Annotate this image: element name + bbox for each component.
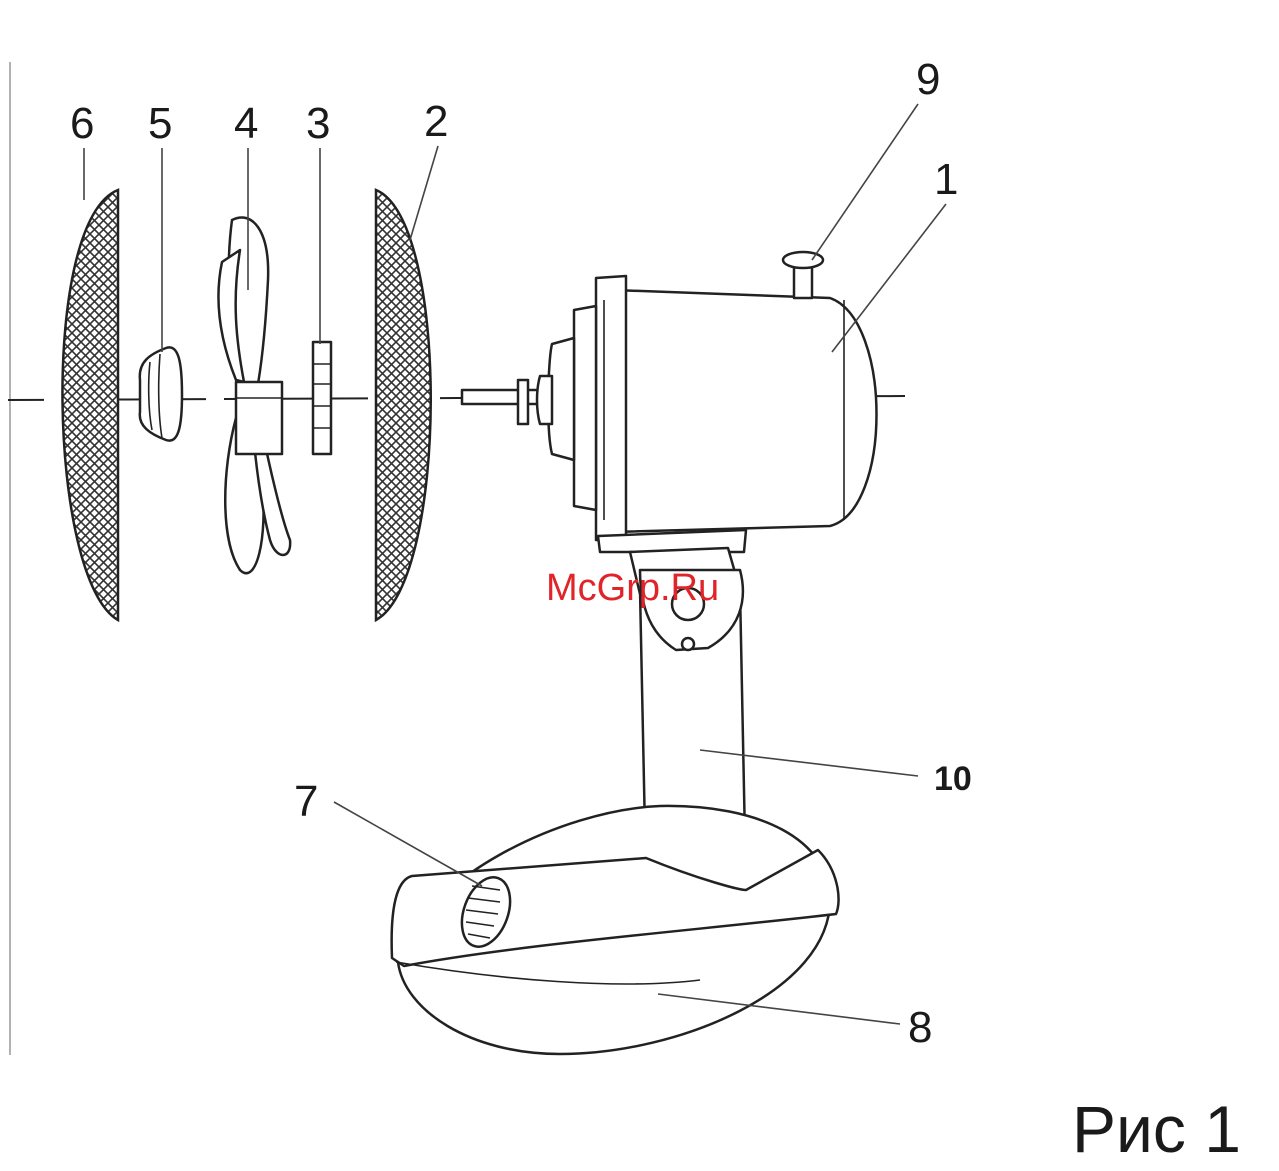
label-7: 7 [294, 777, 318, 826]
label-4: 4 [234, 99, 258, 148]
label-1: 1 [934, 155, 958, 204]
label-2: 2 [424, 97, 448, 146]
front-grille [62, 190, 118, 620]
label-3: 3 [306, 99, 330, 148]
label-6: 6 [70, 99, 94, 148]
label-8: 8 [908, 1003, 932, 1052]
fan-blade [218, 218, 290, 574]
figure-caption: Рис 1 [1072, 1092, 1241, 1166]
label-9: 9 [916, 55, 940, 104]
label-10: 10 [934, 760, 972, 798]
watermark: McGrp.Ru [546, 567, 719, 609]
base [392, 806, 839, 1054]
label-5: 5 [148, 99, 172, 148]
rear-grille [376, 190, 431, 620]
spinner-cap [140, 347, 182, 440]
oscillation-knob [783, 252, 823, 298]
nut [313, 342, 331, 454]
motor-shaft [462, 380, 538, 424]
motor-housing [537, 276, 877, 594]
